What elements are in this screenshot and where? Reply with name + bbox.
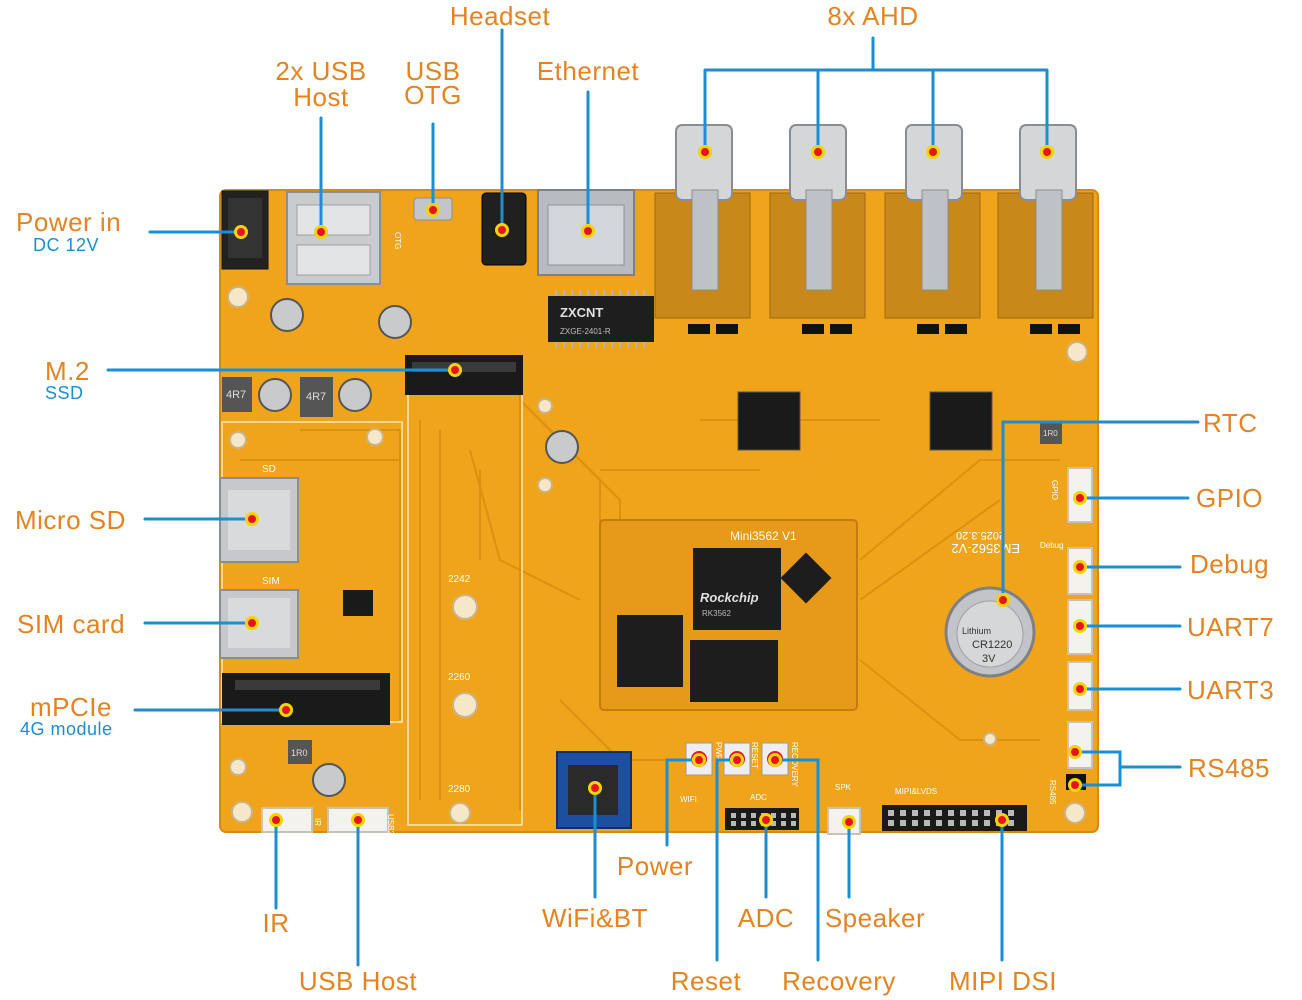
silkscreen-text: SPK [835, 783, 852, 792]
eth-chip-text: ZXCNT [560, 305, 603, 320]
m2-2260-silk: 2260 [448, 672, 471, 683]
label-speaker: Speaker [824, 903, 926, 933]
sd-silk: SD [262, 464, 276, 475]
m2-2242-silk: 2242 [448, 574, 471, 585]
battery-text: Lithium [962, 626, 991, 636]
marker-dots [234, 145, 1087, 829]
label-ethernet: Ethernet [536, 56, 640, 86]
silkscreen-text: Debug [1040, 541, 1064, 550]
label-sim-card: SIM card [17, 609, 126, 639]
label-gpio: GPIO [1196, 483, 1264, 513]
soc-chip [693, 548, 781, 630]
inductor-1-text: 4R7 [226, 389, 246, 401]
date-silk: 2025.3.20 [956, 529, 1005, 541]
silkscreen-text: ADC [750, 793, 767, 802]
inductor-4-text: 1R0 [1043, 429, 1058, 438]
soc-model-text: RK3562 [702, 609, 731, 618]
bnc-connector-1 [654, 124, 751, 319]
inductor-2 [300, 377, 333, 417]
label-rs485: RS485 [1188, 753, 1270, 783]
eth-chip-part-text: ZXGE-2401-R [560, 327, 611, 336]
label-mpcie: mPCIe [30, 692, 112, 722]
label-2x-usb: 2x USB [275, 56, 367, 86]
silkscreen-text: PWR [714, 742, 723, 761]
label-debug: Debug [1190, 549, 1270, 579]
label-power: Power [616, 851, 694, 881]
sim-silk: SIM [262, 576, 280, 587]
label-dc-12v: DC 12V [33, 235, 100, 255]
m2-2280-silk: 2280 [448, 784, 471, 795]
silkscreen-text: RS485 [1048, 780, 1057, 805]
label-4g-module: 4G module [20, 719, 113, 739]
pmic-chip [780, 552, 832, 604]
label-usb-host: USB Host [298, 966, 418, 996]
soc-brand-text: Rockchip [700, 590, 759, 605]
bnc-connector-2 [769, 124, 866, 319]
label-power-in: Power in [16, 207, 122, 237]
leader-lines [106, 28, 1200, 967]
battery-voltage-text: 3V [982, 653, 996, 665]
label-ssd: SSD [45, 383, 84, 403]
label-headset: Headset [449, 1, 551, 31]
ahd-decoder-chip-1 [737, 391, 801, 451]
label-adc: ADC [737, 903, 795, 933]
silkscreen-text: USB2.0 [386, 814, 395, 842]
bnc-connector-3 [884, 124, 981, 319]
silkscreen-text: RECOVERY [790, 742, 799, 787]
label-usb-otg: USB [405, 56, 461, 86]
silkscreen-text: MIPI&LVDS [895, 787, 937, 796]
label-recovery: Recovery [782, 966, 896, 996]
capacitors [258, 298, 579, 797]
inductor-3 [288, 740, 312, 764]
jst-connectors-right [1067, 467, 1093, 769]
bnc-connectors [654, 124, 1094, 334]
silkscreen-text: OTG [393, 232, 402, 249]
label-8x-ahd: 8x AHD [827, 1, 919, 31]
label-micro-sd: Micro SD [15, 505, 126, 535]
emmc-chip [690, 640, 778, 702]
small-ic [343, 590, 373, 616]
inductor-4 [1040, 422, 1062, 444]
board-silkscreen: OTG IR USB2.0 WIFI ADC SPK MIPI&LVDS RS4… [313, 232, 1064, 842]
label-rtc: RTC [1203, 408, 1258, 438]
inductor-1 [222, 377, 252, 412]
m2-slot [405, 355, 523, 395]
label-2x-usb-host: Host [293, 82, 349, 112]
label-uart3: UART3 [1187, 675, 1275, 705]
board-rev-silk: EM3562-V2 [951, 541, 1020, 556]
label-uart7: UART7 [1187, 612, 1275, 642]
inductor-3-text: 1R0 [291, 748, 308, 758]
ahd-decoder-chip-2 [929, 391, 993, 451]
inductor-2-text: 4R7 [306, 391, 326, 403]
silkscreen-text: RESET [750, 742, 759, 769]
board-name-silk: Mini3562 V1 [730, 529, 797, 543]
silkscreen-text: GPIO [1050, 480, 1059, 500]
label-ir: IR [262, 908, 290, 938]
silkscreen-text: IR [313, 818, 322, 826]
bnc-connector-4 [997, 124, 1094, 319]
label-m2: M.2 [45, 356, 90, 386]
ethernet-chip [548, 296, 654, 342]
mounting-holes [227, 286, 1088, 824]
battery-model-text: CR1220 [972, 639, 1012, 651]
label-usb-otg-line2: OTG [404, 80, 462, 110]
silkscreen-text: WIFI [680, 795, 697, 804]
label-reset: Reset [670, 966, 742, 996]
label-wifi-bt: WiFi&BT [541, 903, 649, 933]
label-mipi-dsi: MIPI DSI [948, 966, 1057, 996]
ram-chip [617, 615, 683, 687]
